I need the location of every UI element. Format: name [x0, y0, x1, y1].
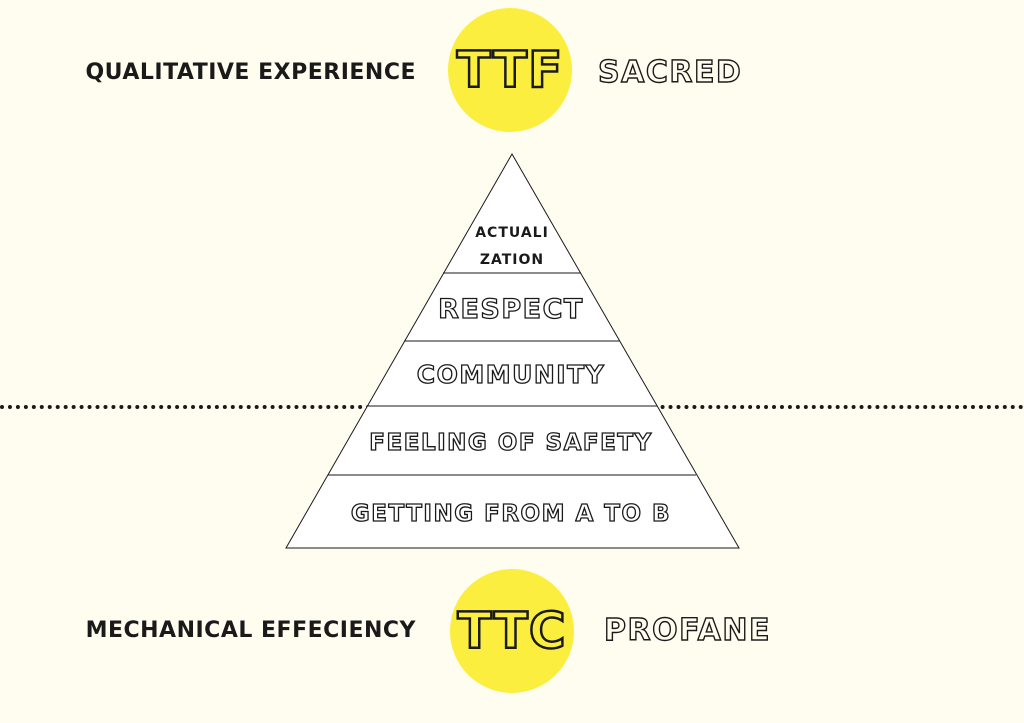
ttf-label: TTF [455, 41, 564, 99]
ttc-circle: TTC [450, 569, 574, 693]
tier-respect: RESPECT [438, 294, 584, 325]
tier-feeling-of-safety: FEELING OF SAFETY [369, 430, 653, 456]
pyramid-outline [285, 152, 740, 549]
profane-label: PROFANE [603, 612, 771, 648]
tier-getting-from-a-to-b: GETTING FROM A TO B [350, 501, 672, 527]
mechanical-efficiency-label: MECHANICAL EFFECIENCY [85, 618, 416, 643]
ttc-label: TTC [456, 602, 567, 660]
tier-actualization-line1: ACTUALI [475, 225, 549, 241]
tier-actualization-line2: ZATION [479, 252, 545, 268]
tier-community: COMMUNITY [416, 360, 606, 389]
ttf-circle: TTF [448, 8, 572, 132]
qualitative-experience-label: QUALITATIVE EXPERIENCE [85, 60, 416, 85]
sacred-label: SACRED [597, 54, 743, 90]
